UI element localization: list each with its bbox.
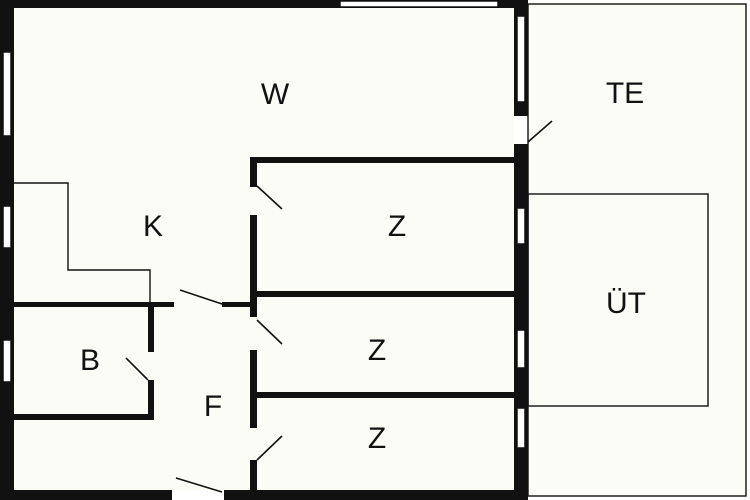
terrace-door-opening: [514, 116, 528, 144]
window-right-4: [516, 407, 526, 449]
bath-wall-right-lower: [148, 380, 154, 420]
corridor-wall-4: [250, 460, 257, 494]
terrace-door-swing: [527, 120, 553, 143]
outer-wall-top: [4, 0, 528, 8]
window-left-3: [2, 339, 12, 383]
window-left-2: [2, 205, 12, 249]
room-label-kitchen: K: [143, 210, 163, 243]
terrace-floor: [528, 4, 746, 496]
corridor-wall-2: [250, 215, 257, 317]
utility-outline: [527, 193, 709, 407]
room-label-bedroom-3: Z: [368, 422, 386, 455]
room-label-utility: ÜT: [606, 287, 646, 320]
window-right-2: [516, 207, 526, 245]
corridor-wall-1: [250, 157, 257, 187]
bedroom-wall-mid-2: [250, 392, 516, 398]
bedroom-3-door-swing: [256, 435, 283, 461]
window-right-3: [516, 329, 526, 369]
bath-door-swing: [125, 357, 149, 381]
room-label-bedroom-2: Z: [368, 334, 386, 367]
bath-wall-top-left: [8, 302, 174, 307]
window-left-1: [2, 51, 12, 137]
room-label-hall: F: [204, 390, 222, 423]
bedroom-1-door-swing: [256, 185, 283, 210]
window-top: [339, 0, 499, 8]
window-right-1: [516, 15, 526, 103]
corridor-wall-3: [250, 350, 257, 428]
bedroom-wall-top: [250, 157, 516, 163]
outer-wall-bottom: [0, 490, 528, 500]
room-label-bathroom: B: [80, 344, 100, 377]
bedroom-2-door-swing: [256, 319, 283, 345]
room-label-bedroom-1: Z: [388, 210, 406, 243]
bath-wall-top-right: [222, 302, 254, 307]
bedroom-wall-mid-1: [250, 291, 516, 297]
kitchen-counter: [14, 182, 151, 302]
entrance-opening: [172, 490, 224, 500]
kitchen-door-swing: [179, 289, 223, 305]
bath-wall-bottom: [8, 414, 154, 420]
bath-wall-right-upper: [148, 302, 154, 352]
room-label-terrace: TE: [606, 77, 644, 110]
room-label-living: W: [261, 78, 290, 111]
entrance-door-swing: [175, 477, 223, 493]
